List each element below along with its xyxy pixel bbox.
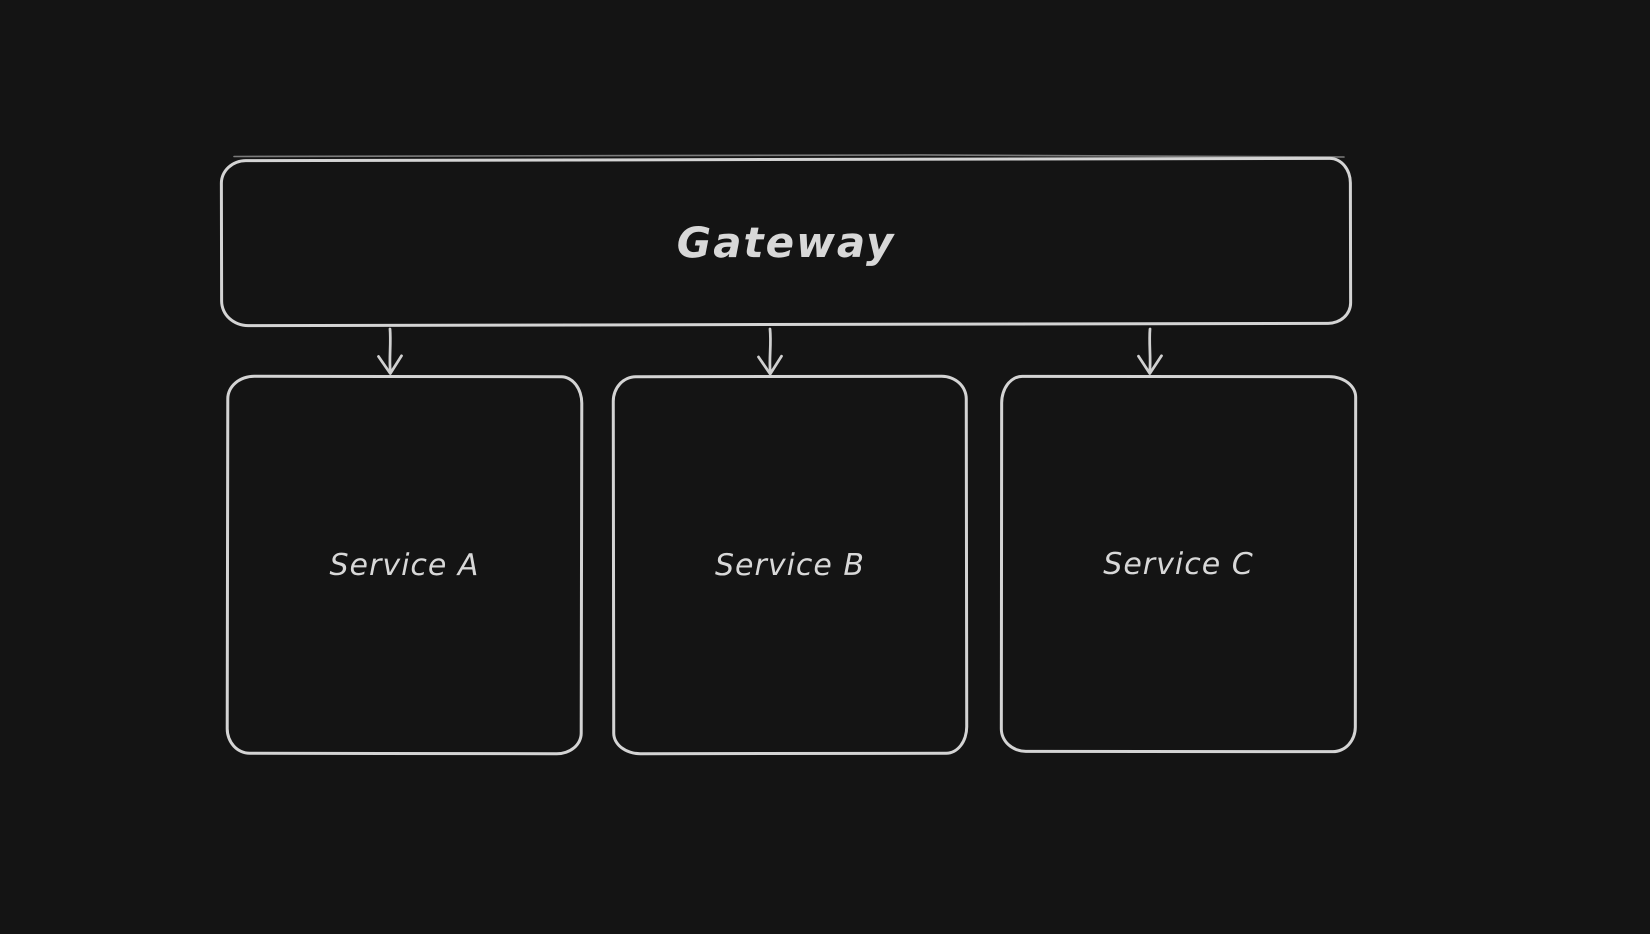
gateway-label: Gateway (676, 217, 896, 267)
node-service-b: Service B (611, 374, 969, 756)
node-service-c: Service C (999, 374, 1358, 754)
service-a-label: Service A (329, 547, 480, 583)
service-b-label: Service B (714, 547, 866, 583)
node-service-a: Service A (225, 374, 584, 756)
arrow-gateway-to-service-a-icon (377, 327, 403, 375)
service-c-label: Service C (1103, 546, 1254, 582)
arrow-gateway-to-service-b-icon (757, 327, 783, 376)
node-gateway: Gateway (219, 156, 1353, 328)
arrow-gateway-to-service-c-icon (1137, 327, 1163, 375)
